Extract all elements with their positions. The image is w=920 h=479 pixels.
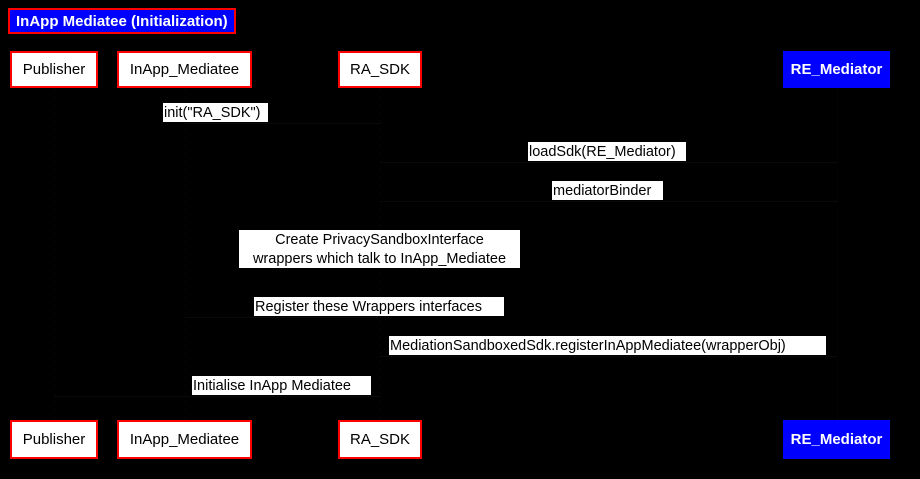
participant-head-mediatee: InApp_Mediatee [117,51,252,88]
diagram-title: InApp Mediatee (Initialization) [8,8,236,34]
message-label-mediator-binder: mediatorBinder [552,181,663,200]
participant-foot-re_mediator: RE_Mediator [783,420,890,459]
message-label-register-inapp-mediatee: MediationSandboxedSdk.registerInAppMedia… [389,336,826,355]
message-arrow-mediator-binder [380,201,837,202]
participant-head-re_mediator: RE_Mediator [783,51,890,88]
participant-head-publisher: Publisher [10,51,98,88]
message-label-register-wrappers: Register these Wrappers interfaces [254,297,504,316]
message-arrow-register-inapp-mediatee [380,356,837,357]
lifeline-re_mediator [837,88,838,420]
participant-head-ra_sdk: RA_SDK [338,51,422,88]
message-arrow-init-ra-sdk [184,123,380,124]
message-label-load-sdk: loadSdk(RE_Mediator) [528,142,686,161]
lifeline-publisher [54,88,55,420]
message-label-initialise-inapp-mediatee: Initialise InApp Mediatee [192,376,371,395]
message-label-init-ra-sdk: init("RA_SDK") [163,103,268,122]
lifeline-mediatee [185,88,186,420]
participant-foot-publisher: Publisher [10,420,98,459]
message-arrow-load-sdk [380,162,837,163]
participant-foot-ra_sdk: RA_SDK [338,420,422,459]
participant-foot-mediatee: InApp_Mediatee [117,420,252,459]
message-label-create-wrappers: Create PrivacySandboxInterface wrappers … [239,230,520,268]
message-arrow-register-wrappers [184,317,380,318]
message-arrow-initialise-inapp-mediatee [54,396,380,397]
